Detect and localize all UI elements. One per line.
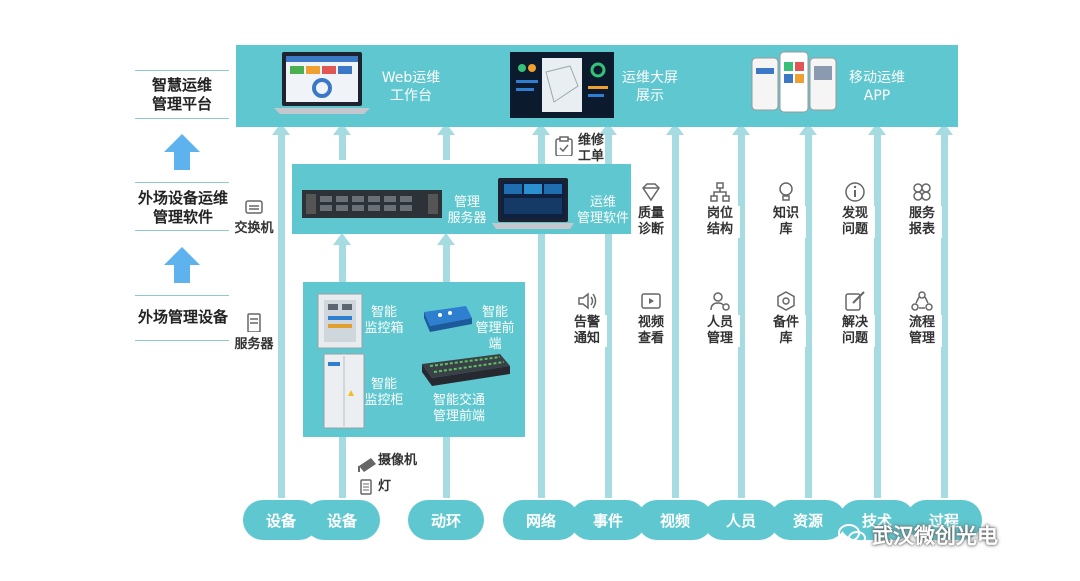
divider-line <box>135 295 229 296</box>
laptop-image <box>274 52 370 114</box>
divider-line <box>135 182 229 183</box>
category-pill: 资源 <box>770 500 846 540</box>
feature-label: 告警 通知 <box>567 315 607 347</box>
traffic-frontend-image <box>422 354 510 386</box>
up-arrow-icon <box>164 134 200 170</box>
monitor-box-label: 智能 监控箱 <box>364 305 404 336</box>
flow-line <box>738 135 745 498</box>
switch-label: 交换机 <box>234 221 274 236</box>
server-label: 服务器 <box>234 337 274 352</box>
rack-server-image <box>302 190 442 218</box>
divider-line <box>135 340 229 341</box>
ops-software-label: 运维 管理软件 <box>576 195 629 226</box>
edit-icon <box>845 291 865 311</box>
mobile-phones-image <box>751 51 837 113</box>
up-arrow-icon <box>164 247 200 283</box>
light-label: 灯 <box>378 479 392 494</box>
feature-label: 质量 诊断 <box>631 206 671 238</box>
feature-label: 备件 库 <box>766 315 806 347</box>
feature-label: 视频 查看 <box>631 315 671 347</box>
flow-icon <box>911 291 933 311</box>
feature-label: 人员 管理 <box>700 315 740 347</box>
feature-label: 解决 问题 <box>835 315 875 347</box>
category-pill: 视频 <box>637 500 713 540</box>
camera-label: 摄像机 <box>378 453 418 468</box>
arrow-head-icon <box>333 233 351 245</box>
hexagon-icon <box>777 291 795 311</box>
category-pill: 人员 <box>703 500 779 540</box>
flow-line <box>941 135 948 498</box>
camera-icon <box>358 458 376 472</box>
category-pill: 事件 <box>570 500 646 540</box>
diamond-icon <box>642 183 660 202</box>
flow-line <box>443 245 450 282</box>
grid-icon <box>913 183 931 201</box>
traffic-frontend-label: 智能交通 管理前端 <box>432 393 485 424</box>
category-pill: 过程 <box>906 500 982 540</box>
divider-line <box>135 118 229 119</box>
software-label: 外场设备运维 管理软件 <box>137 189 228 226</box>
devices-label: 外场管理设备 <box>137 308 228 326</box>
category-pill: 动环 <box>408 500 484 540</box>
speaker-icon <box>578 292 597 310</box>
switch-icon <box>245 200 263 214</box>
work-order-label: 维修 工单 <box>577 133 604 164</box>
flow-line <box>605 135 612 498</box>
feature-label: 流程 管理 <box>902 315 942 347</box>
flow-line <box>339 135 346 160</box>
monitor-cabinet-label: 智能 监控柜 <box>364 377 404 408</box>
flow-line <box>339 437 346 498</box>
platform-label: 智慧运维 管理平台 <box>151 76 212 113</box>
org-chart-icon <box>710 182 730 202</box>
flow-line <box>278 135 285 498</box>
flow-line <box>874 135 881 498</box>
category-pill: 设备 <box>304 500 380 540</box>
watermark-text: 武汉微创光电 <box>872 524 998 548</box>
info-icon <box>845 182 865 202</box>
mgmt-server-label: 管理 服务器 <box>447 195 487 226</box>
server-icon <box>247 313 261 332</box>
monitor-box-image <box>317 293 363 349</box>
feature-label: 发现 问题 <box>835 206 875 238</box>
big-screen-label: 运维大屏 展示 <box>622 70 678 104</box>
monitor-cabinet-image <box>323 353 365 429</box>
wechat-icon <box>838 524 866 545</box>
flow-line <box>672 135 679 498</box>
feature-label: 岗位 结构 <box>700 206 740 238</box>
frontend-device-image <box>424 306 472 332</box>
watermark: 武汉微创光电 <box>838 520 998 550</box>
arrow-head-icon <box>437 233 455 245</box>
divider-line <box>135 230 229 231</box>
feature-label: 服务 报表 <box>902 206 942 238</box>
mobile-app-label: 移动运维 APP <box>849 70 905 104</box>
software-laptop-image <box>492 178 574 229</box>
flow-line <box>339 245 346 282</box>
web-workbench-label: Web运维 工作台 <box>381 70 441 104</box>
flow-line <box>805 135 812 498</box>
lightbulb-icon <box>779 182 793 201</box>
person-gear-icon <box>710 292 730 311</box>
divider-line <box>135 70 229 71</box>
feature-label: 知识 库 <box>766 206 806 238</box>
category-pill: 网络 <box>503 500 579 540</box>
flow-line <box>443 135 450 160</box>
clipboard-icon <box>555 136 573 156</box>
frontend-label: 智能 管理前端 <box>475 305 515 352</box>
flow-line <box>443 437 450 498</box>
light-icon <box>360 479 372 495</box>
flow-line <box>538 135 545 498</box>
big-screen-image <box>510 52 614 118</box>
category-pill: 技术 <box>839 500 915 540</box>
video-icon <box>641 293 661 309</box>
